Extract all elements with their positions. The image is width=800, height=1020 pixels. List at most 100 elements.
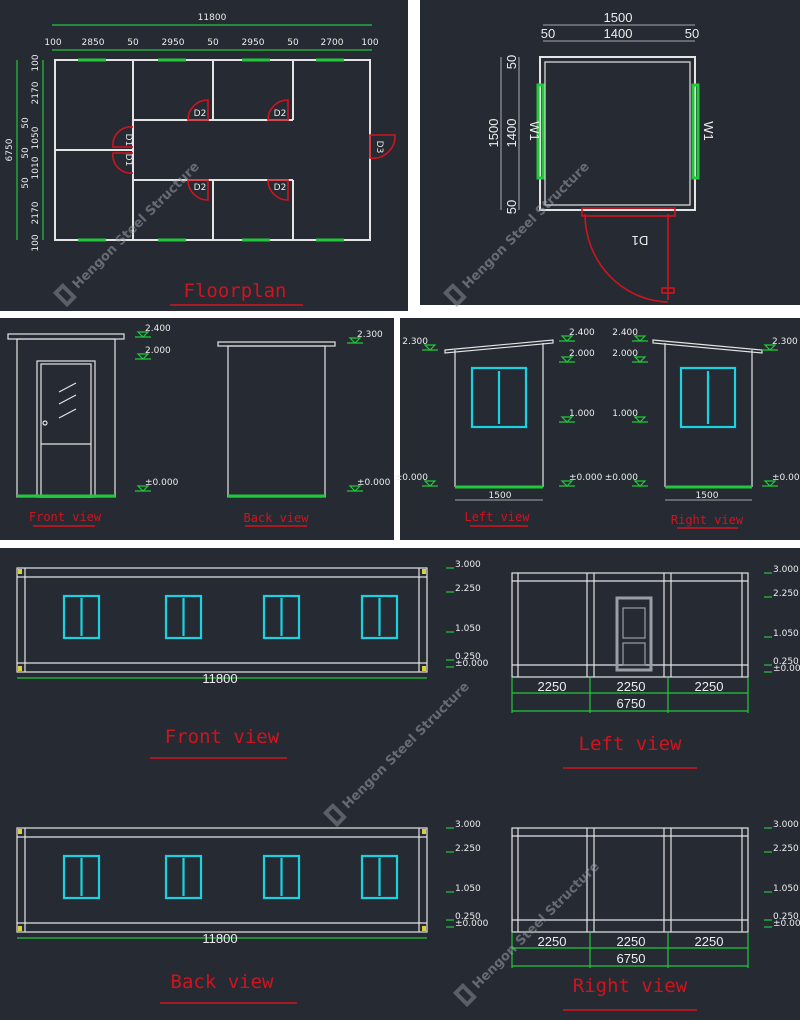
corner-fitting (422, 666, 426, 671)
dimension-overall-width: 1500 (604, 10, 633, 25)
door-tag: D1 (123, 154, 133, 167)
elevation-label: 0.250 (455, 652, 481, 662)
dimension-wall-bottom: 50 (504, 200, 519, 214)
elevation-triangle-icon (347, 337, 363, 344)
door-swing (187, 179, 209, 201)
elevation-label: 2.400 (145, 324, 171, 334)
elevation-triangle-icon (559, 416, 575, 423)
floorplan-title: Floorplan (184, 280, 287, 302)
elevation-mark: ±0.000 (347, 478, 391, 492)
elevation-mark: ±0.000 (764, 919, 800, 929)
dimension-width: 1500 (696, 491, 719, 501)
elevation-label: 1.050 (773, 884, 799, 894)
elevation-triangle-icon (559, 335, 575, 342)
elevation-mark: ±0.000 (559, 473, 603, 487)
elevation-label: ±0.000 (773, 664, 800, 674)
dimension-width-segment: 2850 (82, 38, 105, 48)
elevation-triangle-icon (632, 416, 648, 423)
elevation-label: ±0.000 (569, 473, 603, 483)
view-title: Right view (671, 513, 744, 527)
door-swing (267, 99, 289, 121)
view-title: Front view (29, 510, 102, 524)
elevation-label: 1.000 (569, 409, 595, 419)
dimension-width-segment: 2950 (242, 38, 265, 48)
corner-fitting (18, 666, 22, 671)
door-swing (112, 152, 134, 174)
panel-booth-front-back (0, 318, 394, 540)
elevation-mark: 3.000 (764, 565, 799, 575)
elevation-mark: 2.000 (135, 346, 171, 360)
dimension-depth-segment: 50 (21, 117, 31, 129)
elevation-mark: ±0.000 (395, 473, 438, 487)
door-panel (622, 642, 646, 666)
view-title: Front view (165, 726, 280, 748)
dimension-width: 1500 (489, 491, 512, 501)
elevation-mark: 3.000 (764, 820, 799, 830)
window (360, 854, 399, 900)
dimension-depth-segment: 1050 (31, 126, 41, 149)
dimension-overall-depth: 1500 (486, 119, 501, 148)
view-title: Left view (464, 510, 530, 524)
elevation-triangle-icon (422, 480, 438, 487)
panel-booth-plan (420, 0, 800, 305)
elevation-mark: 2.300 (762, 337, 798, 351)
elevation-label: ±0.000 (455, 919, 489, 929)
dimension-depth-segment: 50 (21, 147, 31, 159)
elevation-mark: ±0.000 (135, 478, 179, 492)
view-title: Right view (573, 975, 688, 997)
elevation-mark: 3.000 (446, 560, 481, 570)
window (470, 366, 528, 429)
corner-fitting (422, 926, 426, 931)
door-swing (112, 126, 134, 148)
container-frame (511, 827, 749, 933)
dimension-segment: 2250 (617, 679, 646, 694)
door-knob-icon (42, 420, 48, 426)
elevation-mark: 1.000 (559, 409, 595, 423)
window (679, 366, 737, 429)
elevation-label: 0.250 (773, 912, 799, 922)
dimension-width-segment: 2700 (321, 38, 344, 48)
elevation-label: 0.250 (455, 912, 481, 922)
dimension-width-segment: 50 (207, 38, 219, 48)
dimension-width-segment: 50 (287, 38, 299, 48)
elevation-label: 2.250 (455, 584, 481, 594)
dimension-depth-segment: 100 (31, 54, 41, 71)
view-title: Back view (243, 511, 309, 525)
elevation-mark: 0.250 (446, 912, 481, 922)
dimension-depth-segment: 2170 (31, 81, 41, 104)
door-swing (187, 99, 209, 121)
elevation-label: ±0.000 (772, 473, 800, 483)
elevation-label: ±0.000 (145, 478, 179, 488)
container-frame (16, 827, 428, 933)
hengon-logo-icon (442, 283, 467, 308)
elevation-mark: 2.000 (612, 349, 648, 363)
window-left (536, 83, 545, 180)
dimension-segment: 2250 (695, 679, 724, 694)
corner-fitting (18, 829, 22, 834)
dimension-wall-left: 50 (541, 26, 555, 41)
elevation-triangle-icon (762, 480, 778, 487)
elevation-mark: 3.000 (446, 820, 481, 830)
elevation-mark: 2.400 (135, 324, 171, 338)
elevation-triangle-icon (135, 331, 151, 338)
elevation-mark: 2.250 (446, 844, 481, 854)
elevation-label: 2.250 (773, 589, 799, 599)
elevation-mark: 2.250 (764, 589, 799, 599)
elevation-triangle-icon (135, 485, 151, 492)
dimension-overall-width: 11800 (198, 13, 227, 23)
elevation-mark: 1.050 (446, 624, 481, 634)
dimension-inner-width: 1400 (604, 26, 633, 41)
elevation-mark: 0.250 (764, 912, 799, 922)
elevation-triangle-icon (347, 485, 363, 492)
dimension-overall-depth: 6750 (5, 138, 15, 161)
view-title: Left view (579, 733, 683, 755)
elevation-label: 2.000 (612, 349, 638, 359)
elevation-triangle-icon (422, 344, 438, 351)
dimension-wall-top: 50 (504, 55, 519, 69)
window (262, 854, 301, 900)
door-panel (622, 607, 646, 639)
window (62, 594, 101, 640)
dimension-width-segment: 100 (44, 38, 61, 48)
dimension-width-segment: 2950 (162, 38, 185, 48)
